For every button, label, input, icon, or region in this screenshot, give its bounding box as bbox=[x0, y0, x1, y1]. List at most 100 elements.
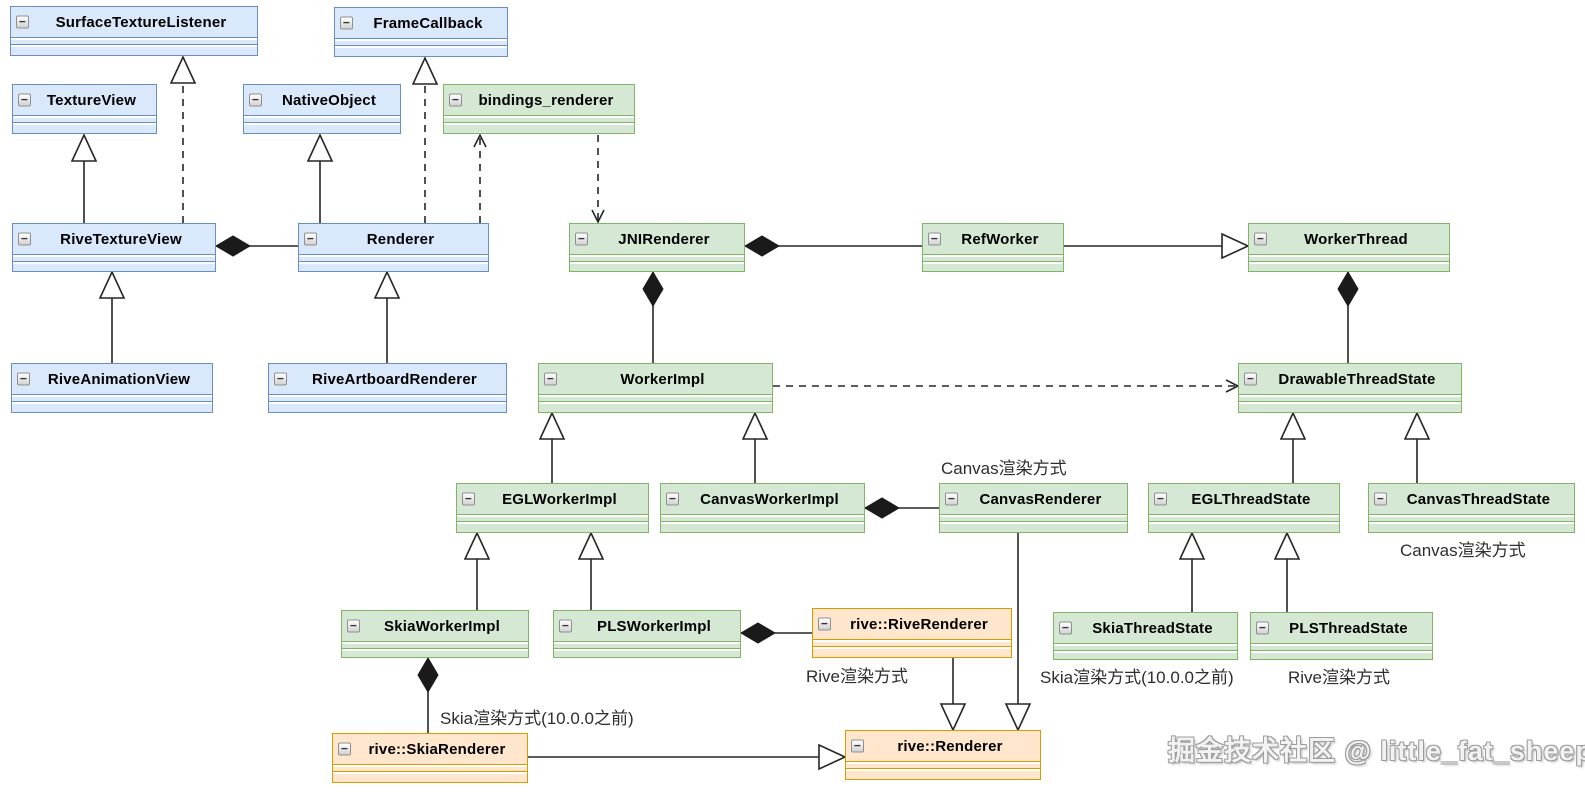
collapse-minus-icon[interactable]: − bbox=[340, 16, 353, 30]
class-compartment bbox=[342, 651, 528, 657]
annotation-rive-render-mode-right: Rive渲染方式 bbox=[1288, 668, 1391, 687]
class-box-canvasthreadstate[interactable]: −CanvasThreadState bbox=[1368, 483, 1575, 533]
annotation-canvas-render-mode-right: Canvas渲染方式 bbox=[1400, 541, 1526, 560]
collapse-minus-icon[interactable]: − bbox=[544, 372, 557, 386]
collapse-minus-icon[interactable]: − bbox=[17, 372, 30, 386]
class-title: −TextureView bbox=[13, 85, 156, 116]
class-compartment bbox=[813, 642, 1011, 647]
class-box-framecallback[interactable]: −FrameCallback bbox=[334, 7, 508, 57]
class-box-riveskiarenderer[interactable]: −rive::SkiaRenderer bbox=[332, 733, 528, 783]
collapse-minus-icon[interactable]: − bbox=[1254, 232, 1267, 246]
class-title: −WorkerThread bbox=[1249, 224, 1449, 255]
class-box-renderer[interactable]: − Renderer bbox=[298, 223, 489, 272]
class-name-label: RiveTextureView bbox=[60, 230, 182, 248]
class-name-label: JNIRenderer bbox=[618, 230, 710, 248]
class-box-canvasrenderer[interactable]: − CanvasRenderer bbox=[939, 483, 1128, 533]
class-box-bindings_renderer[interactable]: −bindings_renderer bbox=[443, 84, 635, 134]
collapse-minus-icon[interactable]: − bbox=[18, 232, 31, 246]
collapse-minus-icon[interactable]: − bbox=[945, 492, 958, 506]
class-box-riverenderer_base[interactable]: −rive::Renderer bbox=[845, 730, 1041, 780]
class-compartment bbox=[923, 264, 1063, 271]
class-box-riverenderer[interactable]: − rive::RiveRenderer bbox=[812, 608, 1012, 658]
class-compartment bbox=[846, 762, 1040, 764]
class-box-skiathreadstate[interactable]: −SkiaThreadState bbox=[1053, 612, 1238, 660]
class-compartment bbox=[444, 116, 634, 118]
class-compartment bbox=[923, 257, 1063, 262]
collapse-minus-icon[interactable]: − bbox=[16, 15, 29, 29]
class-box-workerthread[interactable]: −WorkerThread bbox=[1248, 223, 1450, 272]
class-box-refworker[interactable]: −RefWorker bbox=[922, 223, 1064, 272]
collapse-minus-icon[interactable]: − bbox=[928, 232, 941, 246]
class-compartment bbox=[1149, 522, 1339, 524]
class-compartment bbox=[554, 642, 740, 644]
class-box-rivetextureview[interactable]: − RiveTextureView bbox=[12, 223, 216, 272]
class-box-riveartboardrenderer[interactable]: −RiveArtboardRenderer bbox=[268, 363, 507, 413]
collapse-minus-icon[interactable]: − bbox=[1374, 492, 1387, 506]
class-compartment bbox=[570, 262, 744, 264]
collapse-minus-icon[interactable]: − bbox=[1256, 621, 1269, 635]
collapse-minus-icon[interactable]: − bbox=[666, 492, 679, 506]
class-box-riveanimationview[interactable]: −RiveAnimationView bbox=[11, 363, 213, 413]
class-compartment bbox=[923, 262, 1063, 264]
collapse-minus-icon[interactable]: − bbox=[462, 492, 475, 506]
collapse-minus-icon[interactable]: − bbox=[559, 619, 572, 633]
collapse-minus-icon[interactable]: − bbox=[1244, 372, 1257, 386]
class-name-label: rive::RiveRenderer bbox=[850, 615, 988, 633]
collapse-minus-icon[interactable]: − bbox=[249, 93, 262, 107]
class-compartment bbox=[299, 257, 488, 262]
class-compartment bbox=[12, 404, 212, 412]
class-box-surfacetexturelistener[interactable]: − SurfaceTextureListener bbox=[10, 6, 258, 56]
class-compartment bbox=[813, 647, 1011, 649]
class-name-label: WorkerImpl bbox=[620, 370, 705, 388]
class-compartment bbox=[13, 262, 215, 264]
class-compartment bbox=[244, 118, 400, 123]
class-compartment bbox=[1251, 653, 1432, 659]
collapse-minus-icon[interactable]: − bbox=[1059, 621, 1072, 635]
class-title: −RiveArtboardRenderer bbox=[269, 364, 506, 395]
class-title: −CanvasWorkerImpl bbox=[661, 484, 864, 515]
class-compartment bbox=[342, 644, 528, 649]
collapse-minus-icon[interactable]: − bbox=[575, 232, 588, 246]
class-box-skiaworkerimpl[interactable]: −SkiaWorkerImpl bbox=[341, 610, 529, 658]
class-compartment bbox=[299, 264, 488, 271]
class-box-eglthreadstate[interactable]: −EGLThreadState bbox=[1148, 483, 1340, 533]
class-title: − CanvasRenderer bbox=[940, 484, 1127, 515]
class-compartment bbox=[457, 524, 648, 532]
class-box-drawablethreadstate[interactable]: −DrawableThreadState bbox=[1238, 363, 1462, 413]
class-compartment bbox=[269, 395, 506, 397]
collapse-minus-icon[interactable]: − bbox=[1154, 492, 1167, 506]
class-box-plsworkerimpl[interactable]: −PLSWorkerImpl bbox=[553, 610, 741, 658]
class-compartment bbox=[813, 640, 1011, 642]
collapse-minus-icon[interactable]: − bbox=[18, 93, 31, 107]
class-title: − Renderer bbox=[299, 224, 488, 255]
class-compartment bbox=[1149, 524, 1339, 532]
collapse-minus-icon[interactable]: − bbox=[304, 232, 317, 246]
collapse-minus-icon[interactable]: − bbox=[274, 372, 287, 386]
class-name-label: Renderer bbox=[366, 230, 435, 248]
collapse-minus-icon[interactable]: − bbox=[347, 619, 360, 633]
collapse-minus-icon[interactable]: − bbox=[449, 93, 462, 107]
class-box-plsthreadstate[interactable]: −PLSThreadState bbox=[1250, 612, 1433, 660]
collapse-minus-icon[interactable]: − bbox=[338, 742, 351, 756]
class-box-eglworkerimpl[interactable]: −EGLWorkerImpl bbox=[456, 483, 649, 533]
class-box-canvasworkerimpl[interactable]: −CanvasWorkerImpl bbox=[660, 483, 865, 533]
class-compartment bbox=[940, 522, 1127, 524]
class-name-label: SurfaceTextureListener bbox=[55, 13, 227, 31]
collapse-minus-icon[interactable]: − bbox=[818, 617, 831, 631]
class-box-workerimpl[interactable]: − WorkerImpl bbox=[538, 363, 773, 413]
collapse-minus-icon[interactable]: − bbox=[851, 739, 864, 753]
class-compartment bbox=[342, 649, 528, 651]
class-compartment bbox=[813, 649, 1011, 657]
class-compartment bbox=[1369, 524, 1574, 532]
class-box-jnirenderer[interactable]: − JNIRenderer bbox=[569, 223, 745, 272]
class-compartment bbox=[846, 771, 1040, 779]
class-title: −PLSWorkerImpl bbox=[554, 611, 740, 642]
class-box-textureview[interactable]: −TextureView bbox=[12, 84, 157, 134]
class-compartment bbox=[661, 522, 864, 524]
class-compartment bbox=[1239, 397, 1461, 402]
class-name-label: CanvasRenderer bbox=[979, 490, 1102, 508]
class-title: −FrameCallback bbox=[335, 8, 507, 39]
class-compartment bbox=[1149, 517, 1339, 522]
class-box-nativeobject[interactable]: −NativeObject bbox=[243, 84, 401, 134]
